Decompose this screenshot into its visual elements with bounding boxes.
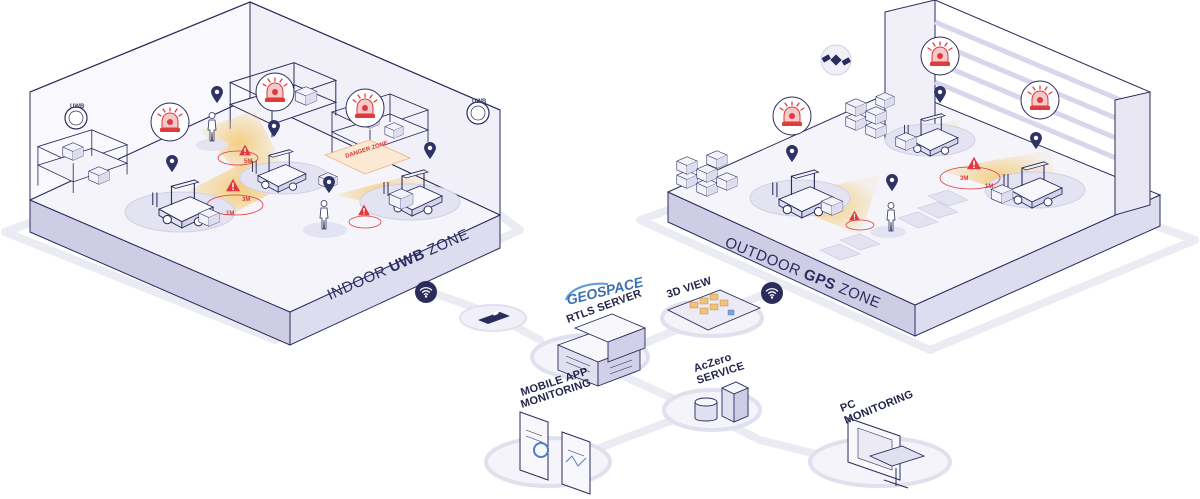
alarm-beacon-icon [1020,80,1060,120]
anchor-label-left: UWB [70,104,85,110]
distance-label: 3M [242,197,250,203]
distance-label: 3M [960,176,968,182]
tag-halo [870,226,906,238]
alarm-beacon-icon [255,72,295,112]
distance-label: 5M [244,159,252,165]
indoor-zone: UWB UWB DANGER ZONE [1,1,524,346]
pc-label-line1: PC [839,398,858,415]
satellite-icon [820,44,852,76]
outdoor-zone: 3M 1M OUTDOOR GPS ZONE [636,0,1199,354]
crosswalk [819,189,969,261]
distance-ring [348,215,382,229]
uwb-anchor-right: UWB [466,99,490,125]
alarm-beacon-icon [150,102,190,142]
wireless-link-icon [760,281,784,305]
mobile-monitoring-node: MOBILE APP MONITORING [484,366,612,495]
wireless-link-icon [414,280,438,304]
location-pin-icon [934,86,946,103]
uwb-tag-device [459,304,527,332]
fence-wall [884,0,1151,216]
tag-halo [303,222,347,238]
pc-monitoring-node: PC MONITORING [808,388,952,489]
danger-zone-area: DANGER ZONE [323,139,412,175]
tag-halo [196,139,228,151]
alarm-beacon-icon [772,96,812,136]
distance-label: 1M [226,211,234,217]
alarm-beacon-icon [345,88,385,128]
alarm-beacon-icon [920,36,960,76]
3d-view-node: 3D VIEW [660,275,764,338]
distance-label: 1M [985,184,993,190]
sensor-beam [200,110,280,175]
uwb-anchor-left: UWB [64,104,88,130]
aczero-service-node: AcZero SERVICE [662,351,762,432]
distance-ring [845,219,875,231]
distance-ring [217,150,259,166]
anchor-label-right: UWB [472,99,487,105]
